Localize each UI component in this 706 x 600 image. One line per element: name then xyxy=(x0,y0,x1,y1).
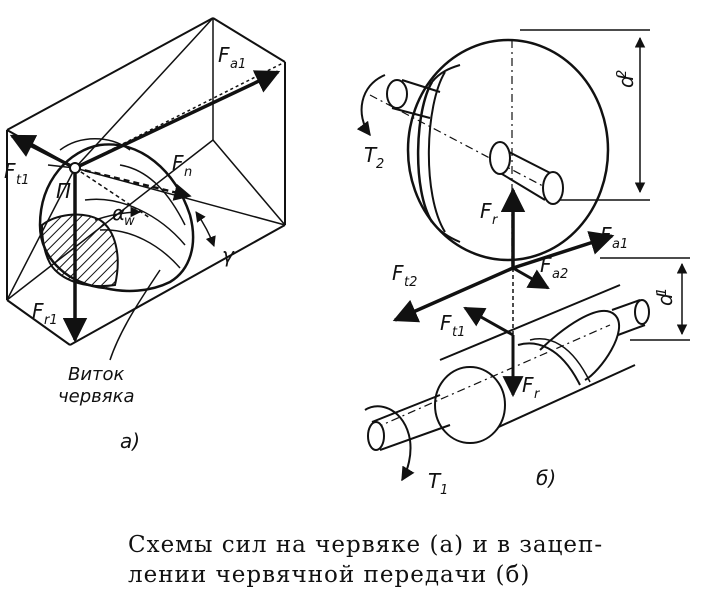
svg-text:t1: t1 xyxy=(16,173,29,188)
gamma-label: γ xyxy=(222,243,235,267)
callout-line-1: Виток xyxy=(68,364,125,385)
pole-label: П xyxy=(56,179,71,203)
ft2-label: F t2 xyxy=(392,261,417,290)
svg-text:F: F xyxy=(480,199,492,223)
svg-text:t2: t2 xyxy=(404,275,417,290)
ft2-arrow xyxy=(392,266,514,323)
svg-text:F: F xyxy=(32,299,44,323)
svg-text:F: F xyxy=(218,43,230,67)
wheel-shaft xyxy=(386,79,564,205)
svg-text:w: w xyxy=(124,214,135,229)
fa2-label: F a2 xyxy=(540,253,568,282)
svg-text:d: d xyxy=(653,293,677,306)
svg-text:1: 1 xyxy=(440,483,448,498)
ft1-right-arrow xyxy=(463,306,514,337)
ft1-label: F t1 xyxy=(4,159,29,188)
fr-top-label: F r xyxy=(480,199,499,228)
ft1-right-label: F t1 xyxy=(440,311,465,340)
svg-text:T: T xyxy=(364,143,378,167)
fn-label: F n xyxy=(172,151,192,180)
left-diagram xyxy=(6,17,286,361)
d1-dimension xyxy=(600,257,690,341)
panel-label-b: б) xyxy=(536,466,556,490)
pole-point xyxy=(69,162,81,174)
svg-text:α: α xyxy=(112,201,125,225)
t2-label: T 2 xyxy=(364,143,384,172)
d2-label: d 2 xyxy=(614,70,638,88)
panel-label-a: а) xyxy=(120,429,140,453)
d2-dimension xyxy=(520,29,650,201)
d1-label: d 1 xyxy=(653,288,677,306)
svg-text:F: F xyxy=(600,223,612,247)
svg-text:r: r xyxy=(492,213,499,228)
svg-text:t1: t1 xyxy=(452,325,465,340)
fa1-label: F a1 xyxy=(218,43,246,72)
svg-text:T: T xyxy=(428,469,442,493)
svg-text:F: F xyxy=(440,311,452,335)
fr1-label: F r1 xyxy=(32,299,58,328)
fa1-right-arrow xyxy=(512,231,615,270)
svg-text:a2: a2 xyxy=(552,267,568,282)
fa2-arrow xyxy=(512,266,550,290)
svg-text:F: F xyxy=(4,159,16,183)
fa1-right-label: F a1 xyxy=(600,223,628,252)
svg-text:a1: a1 xyxy=(612,237,628,252)
svg-text:2: 2 xyxy=(376,157,384,172)
ft1-arrow xyxy=(9,134,76,170)
caption-line-2: лении червячной передачи (б) xyxy=(128,562,530,588)
gamma-arc xyxy=(195,211,216,247)
alpha-arc xyxy=(94,206,142,221)
svg-text:r: r xyxy=(534,387,541,402)
svg-text:n: n xyxy=(184,165,192,180)
t1-label: T 1 xyxy=(428,469,448,498)
t2-rotation-arrow xyxy=(356,74,386,137)
svg-text:F: F xyxy=(540,253,552,277)
svg-text:1: 1 xyxy=(655,288,670,296)
worm-wheel xyxy=(369,38,610,270)
worm xyxy=(367,284,650,451)
svg-text:2: 2 xyxy=(615,70,630,78)
alpha-label: α w xyxy=(112,201,135,229)
callout-line-2: червяка xyxy=(58,386,134,407)
svg-text:r1: r1 xyxy=(44,313,58,328)
right-diagram xyxy=(356,29,690,482)
svg-text:a1: a1 xyxy=(230,57,246,72)
svg-text:F: F xyxy=(392,261,404,285)
callout-leader xyxy=(109,269,161,361)
caption-line-1: Схемы сил на червяке (а) и в зацеп- xyxy=(128,532,603,558)
alpha-line xyxy=(74,167,151,219)
svg-text:F: F xyxy=(522,373,534,397)
svg-text:F: F xyxy=(172,151,184,175)
svg-text:d: d xyxy=(614,75,638,88)
fa1-arrow xyxy=(74,70,281,170)
fr-bottom-label: F r xyxy=(522,373,541,402)
t1-rotation-arrow xyxy=(364,405,415,482)
